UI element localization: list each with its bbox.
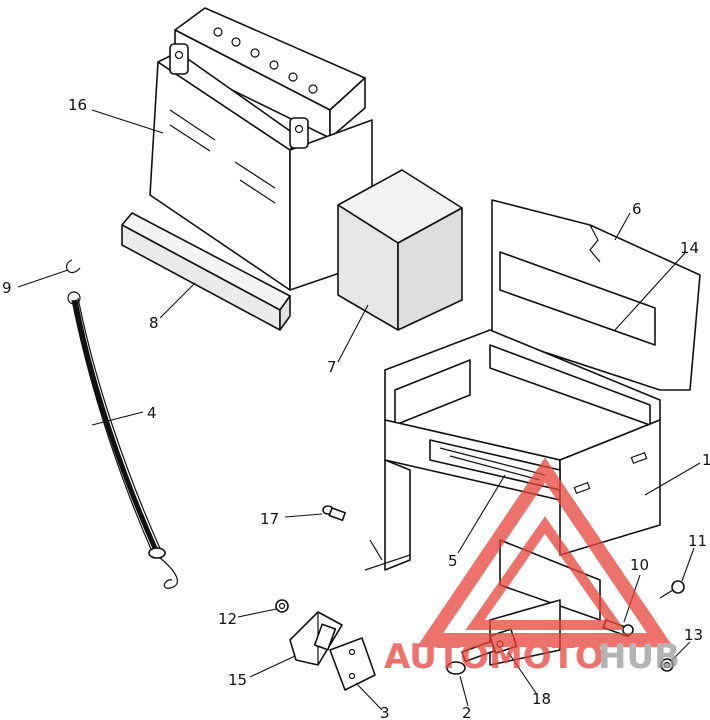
battery-cover [491, 199, 701, 391]
leader-lines [17, 109, 701, 711]
callout-5: 5 [448, 552, 458, 570]
foam-block [337, 169, 463, 331]
battery-cable [66, 259, 178, 589]
battery-box [364, 329, 661, 666]
watermark-triangle-icon [416, 457, 674, 647]
bolt-17 [322, 505, 346, 522]
callout-14: 14 [680, 239, 699, 257]
plate-3 [329, 637, 376, 691]
callout-7: 7 [327, 358, 337, 376]
callout-numbers: 16 9 8 7 4 6 14 1 5 17 12 15 3 2 18 10 1… [2, 96, 710, 720]
callout-13: 13 [684, 626, 703, 644]
watermark: AUTOMOTO HUB [384, 457, 680, 677]
callout-9: 9 [2, 279, 12, 297]
nut-12 [275, 599, 289, 613]
callout-6: 6 [632, 200, 642, 218]
callout-11: 11 [688, 532, 707, 550]
callout-15: 15 [228, 671, 247, 689]
callout-8: 8 [149, 314, 159, 332]
bolt-11 [659, 580, 685, 599]
clamp-15 [289, 611, 343, 666]
callout-16: 16 [68, 96, 87, 114]
watermark-text-secondary: HUB [598, 637, 680, 677]
callout-2: 2 [462, 704, 472, 720]
callout-4: 4 [147, 404, 157, 422]
callout-10: 10 [630, 556, 649, 574]
foam-strip [121, 212, 291, 331]
callout-3: 3 [380, 704, 390, 720]
callout-12: 12 [218, 610, 237, 628]
callout-17: 17 [260, 510, 279, 528]
callout-1: 1 [702, 451, 710, 469]
watermark-text-primary: AUTOMOTO [384, 637, 604, 677]
callout-18: 18 [532, 690, 551, 708]
nut-13 [660, 658, 674, 672]
